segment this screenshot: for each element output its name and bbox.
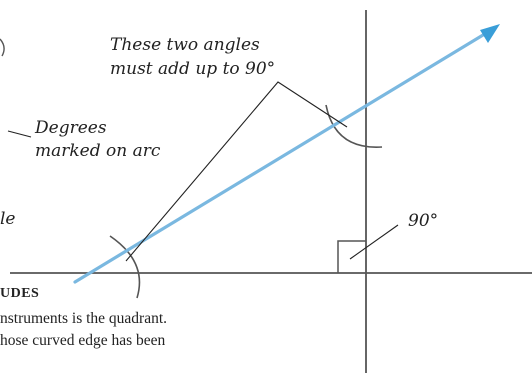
arrow-head-icon: [480, 24, 500, 43]
cut-off-side-label: le: [0, 209, 16, 229]
angles-sum-label-line1: These two angles: [110, 35, 260, 55]
body-text-line2: hose curved edge has been: [0, 332, 166, 349]
upper-angle-arc: [325, 104, 383, 148]
right-angle-leader: [349, 224, 399, 260]
lower-angle-arc: [109, 235, 141, 299]
section-heading-fragment: UDES: [0, 286, 40, 301]
degrees-arc-leader: [7, 130, 32, 138]
angles-sum-label-line2: must add up to 90°: [110, 59, 276, 79]
degrees-arc-label-line2: marked on arc: [35, 141, 161, 161]
partial-left-arc: [0, 38, 5, 57]
degrees-arc-label-line1: Degrees: [35, 118, 107, 138]
right-angle-marker: [337, 240, 366, 273]
right-angle-label: 90°: [408, 211, 439, 231]
body-text-line1: nstruments is the quadrant.: [0, 310, 168, 327]
angles-sum-leader: [125, 81, 348, 262]
